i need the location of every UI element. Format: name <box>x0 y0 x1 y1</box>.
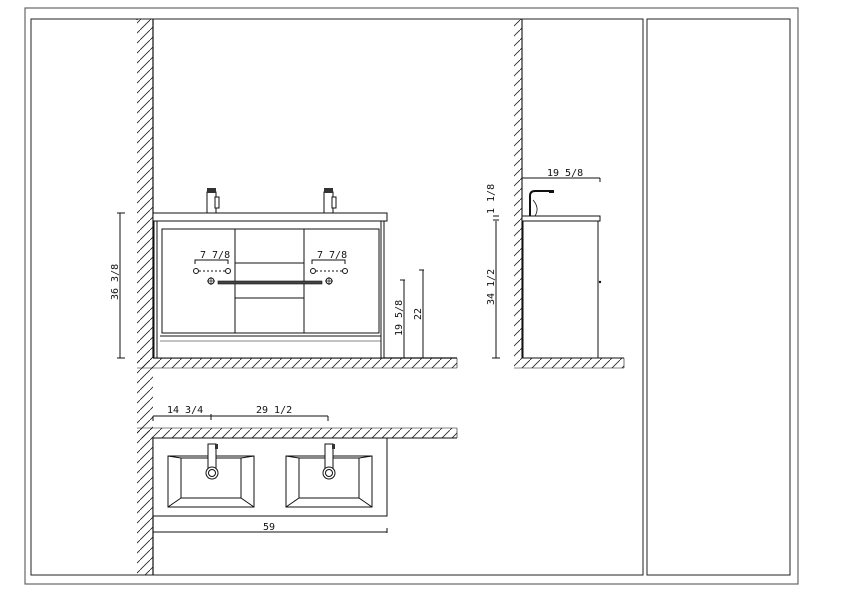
dim-right-handle-spacing: 7 7/8 <box>317 250 347 261</box>
plumbing-right <box>310 259 348 285</box>
front-floor-hatch <box>137 357 458 369</box>
dim-wall-to-first-faucet: 14 3/4 <box>167 405 203 416</box>
front-dimensions: 36 3/8 7 7/8 7 7/8 19 5/8 22 <box>110 212 424 359</box>
dim-plumbing-height-2: 22 <box>413 308 424 320</box>
dim-cabinet-height: 34 1/2 <box>486 269 497 305</box>
dim-overall-height: 36 3/8 <box>110 264 121 300</box>
top-plan-vanity <box>152 437 388 517</box>
front-elevation-vanity <box>152 188 388 359</box>
left-wall-hatch <box>136 19 154 575</box>
dim-side-depth: 19 5/8 <box>547 168 583 179</box>
sheet-frame <box>24 7 799 585</box>
plumbing-left <box>193 259 231 285</box>
dim-plumbing-height-1: 19 5/8 <box>394 300 405 336</box>
side-dimensions: 19 5/8 1 1/8 34 1/2 <box>486 168 601 359</box>
basin-right <box>285 443 373 508</box>
faucet-left-icon <box>206 188 220 214</box>
dim-left-handle-spacing: 7 7/8 <box>200 250 230 261</box>
plan-dimensions: 14 3/4 29 1/2 59 <box>152 405 388 533</box>
dim-top-thickness: 1 1/8 <box>486 184 497 214</box>
dim-overall-width: 59 <box>263 522 275 533</box>
faucet-side-icon <box>529 190 554 217</box>
basin-left <box>167 443 255 508</box>
plan-wall-hatch <box>137 427 458 439</box>
side-elevation-vanity <box>521 190 602 359</box>
faucet-right-icon <box>323 188 337 214</box>
dim-faucet-spacing: 29 1/2 <box>256 405 292 416</box>
